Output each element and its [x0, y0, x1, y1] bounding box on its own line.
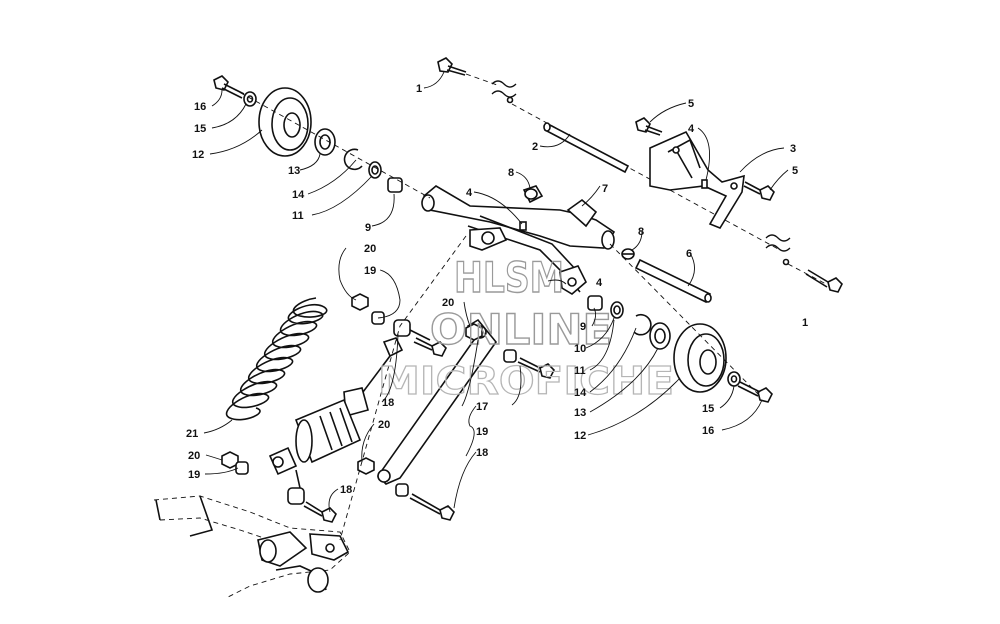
watermark: HLSM ONLINE MICROFICHE: [377, 252, 674, 403]
part-12-idler-wheel-left: [258, 87, 312, 157]
part-6-rod: [634, 258, 712, 304]
leader-lines: [203, 71, 789, 513]
callout-15-right: 15: [702, 403, 714, 415]
callout-15-left: 15: [194, 123, 206, 135]
part-8-bushing-top: [522, 185, 544, 204]
part-4-fitting-arm: [519, 221, 527, 231]
watermark-line-1: HLSM: [454, 253, 564, 302]
callout-17: 17: [476, 401, 488, 413]
callout-1-bottom: 1: [802, 317, 808, 329]
callout-13-right: 13: [574, 407, 586, 419]
part-8-bushing-right: [621, 248, 635, 260]
callout-2: 2: [532, 141, 538, 153]
watermark-line-3: MICROFICHE: [378, 359, 674, 403]
callout-12-left: 12: [192, 149, 204, 161]
part-13-bearing-left: [314, 128, 336, 156]
axis-break-top: [491, 80, 517, 104]
callout-9-right: 9: [580, 321, 586, 333]
callout-20-lower-left: 20: [188, 450, 200, 462]
part-19-bushing-mid: [503, 349, 517, 363]
callout-20-lower: 20: [378, 419, 390, 431]
part-14-snap-ring-right: [633, 313, 652, 336]
callout-10: 10: [574, 343, 586, 355]
callout-20-mid: 20: [442, 297, 454, 309]
callout-14-right: 14: [574, 387, 587, 399]
part-2-rod: [543, 122, 630, 174]
part-11-spacer-right: [610, 301, 624, 319]
part-18-bolt-lower-left: [303, 501, 337, 523]
axis-break-right: [765, 234, 827, 285]
part-5-bolt-left: [635, 117, 663, 136]
part-18-bolt-upper: [413, 337, 447, 357]
callout-18-lower-left: 18: [340, 484, 352, 496]
callout-4-bracket: 4: [688, 123, 695, 135]
part-5-bolt-right: [743, 181, 775, 201]
shock-mount-lower: [287, 487, 305, 505]
callout-1-top: 1: [416, 83, 422, 95]
callout-8-top: 8: [508, 167, 514, 179]
part-4-fitting-top: [701, 179, 708, 189]
part-12-idler-wheel-right: [673, 323, 727, 393]
part-19-bushing-lower: [395, 483, 409, 497]
part-7-swing-arm: [421, 185, 616, 295]
part-1-bottom-bolt: [805, 269, 843, 293]
part-15-washer-right: [727, 371, 741, 387]
callout-19-lower-left: 19: [188, 469, 200, 481]
part-11-spacer-left: [368, 161, 382, 179]
callout-16-right: 16: [702, 425, 714, 437]
frame-rail: [153, 495, 351, 599]
part-20-nut-lower: [357, 457, 375, 475]
callout-11-right: 11: [574, 365, 586, 377]
callout-8-right: 8: [638, 226, 644, 238]
part-1-top-bolt: [437, 57, 501, 87]
callout-3: 3: [790, 143, 796, 155]
callout-7: 7: [602, 183, 608, 195]
callout-6: 6: [686, 248, 692, 260]
callout-4-arm: 4: [466, 187, 473, 199]
axis-line-top: [511, 103, 781, 251]
part-18-bolt-lower: [409, 493, 455, 521]
callout-5-top: 5: [688, 98, 694, 110]
explode-line-left: [231, 87, 431, 199]
callout-labels: 1 1 2 3 4 4 4 5 5 6 7 8 8 9 9 10 11 11 1…: [186, 83, 808, 496]
part-16-bolt-right: [737, 381, 773, 403]
watermark-line-2: ONLINE: [430, 305, 612, 354]
part-13-bearing-right: [649, 322, 671, 350]
callout-12-right: 12: [574, 430, 586, 442]
callout-16-left: 16: [194, 101, 206, 113]
part-21-spring: [226, 297, 328, 421]
callout-5-right: 5: [792, 165, 798, 177]
part-9-bushing-left: [387, 177, 403, 193]
callout-21: 21: [186, 428, 198, 440]
part-14-snap-ring-left: [343, 148, 363, 171]
callout-9-left: 9: [365, 222, 371, 234]
shock-mount-upper: [393, 319, 431, 341]
callout-19-upper: 19: [364, 265, 376, 277]
part-18-bolt-mid: [517, 357, 555, 379]
callout-11-left: 11: [292, 210, 304, 222]
part-16-bolt-left: [213, 75, 245, 99]
part-20-nut-upper-left: [351, 293, 369, 311]
part-3-bracket: [649, 130, 745, 229]
callout-14-left: 14: [292, 189, 305, 201]
part-19-bushing-lower-left: [235, 461, 249, 475]
callout-4-mid: 4: [596, 277, 603, 289]
callout-20-upper: 20: [364, 243, 376, 255]
callout-19-mid: 19: [476, 426, 488, 438]
explode-line-shock: [339, 235, 467, 541]
callout-18-upper: 18: [382, 397, 394, 409]
callout-18-lower: 18: [476, 447, 488, 459]
part-20-nut-mid: [465, 323, 483, 341]
callout-13-left: 13: [288, 165, 300, 177]
